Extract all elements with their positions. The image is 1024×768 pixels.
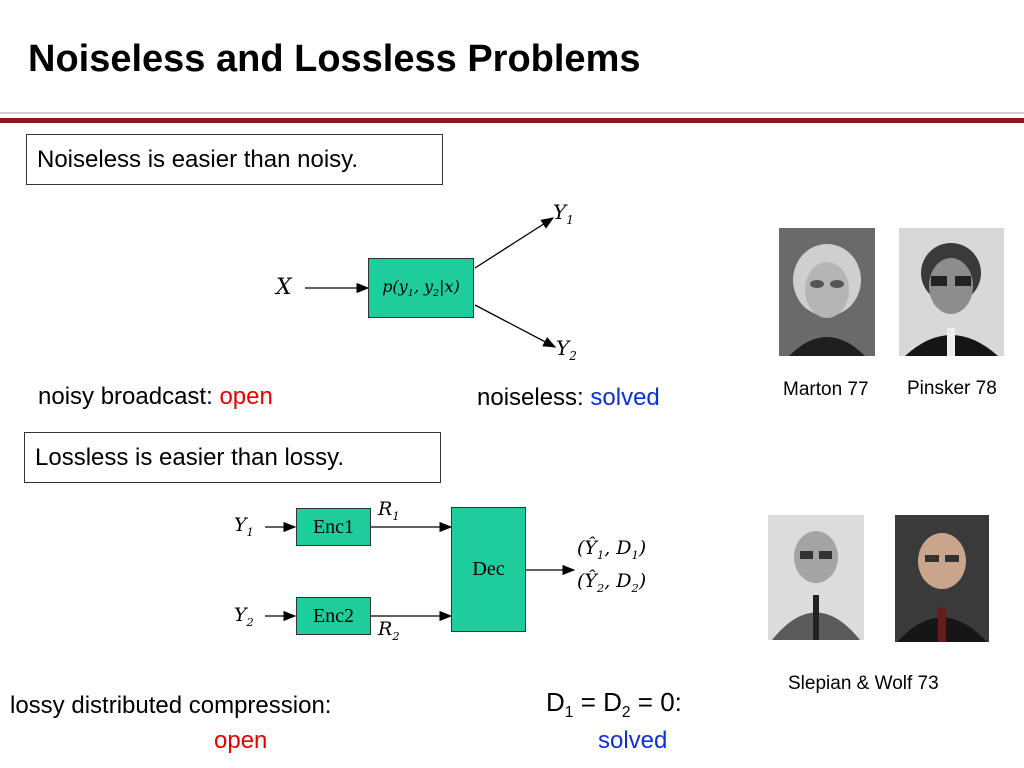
encoder1-box: Enc1 (296, 508, 371, 546)
page-title: Noiseless and Lossless Problems (28, 38, 641, 80)
source-y2-label: Y2 (234, 604, 254, 629)
decoder-output1-label: (Ŷ1, D1) (577, 537, 647, 562)
channel-label: p(y1, y2|x) (382, 276, 460, 300)
rate1-label: R1 (378, 498, 400, 523)
lossless-claim-box: Lossless is easier than lossy. (24, 432, 441, 483)
decoder-box: Dec (451, 507, 526, 632)
lossy-distributed-label: lossy distributed compression: (10, 692, 332, 719)
lossless-status: solved (598, 727, 668, 754)
output1-arrow (474, 217, 555, 269)
noiseless-label: noiseless: solved (477, 384, 660, 411)
noisy-status: open (219, 383, 273, 410)
portrait-man-icon (899, 228, 1004, 356)
channel-input-label: X (276, 275, 292, 300)
portrait-caption-marton: Marton 77 (783, 379, 869, 400)
channel-box: p(y1, y2|x) (368, 258, 474, 318)
output2-arrow (474, 304, 557, 348)
encoder2-label: Enc2 (312, 604, 355, 627)
title-divider-red (0, 118, 1024, 123)
source-y1-label: Y1 (234, 514, 254, 539)
noiseless-claim-box: Noiseless is easier than noisy. (26, 134, 443, 185)
encoder2-box: Enc2 (296, 597, 371, 635)
lossy-status: open (214, 727, 268, 754)
encoder1-label: Enc1 (312, 515, 355, 538)
portrait-caption-slepian-wolf: Slepian & Wolf 73 (788, 673, 939, 694)
broadcast-diagram (305, 217, 557, 348)
distributed-diagram (265, 521, 576, 622)
portrait-caption-pinsker: Pinsker 78 (907, 378, 997, 399)
portrait-wolf-icon (895, 515, 989, 642)
decoder-label: Dec (472, 558, 505, 580)
portrait-woman-icon (779, 228, 875, 356)
noisy-broadcast-label: noisy broadcast: open (38, 383, 273, 410)
noiseless-claim-text: Noiseless is easier than noisy. (37, 145, 359, 173)
lossless-claim-text: Lossless is easier than lossy. (35, 443, 345, 471)
rate2-label: R2 (378, 618, 400, 643)
channel-output1-label: Y1 (553, 200, 574, 227)
noiseless-status: solved (590, 384, 660, 411)
portrait-slepian-icon (768, 515, 864, 640)
channel-output2-label: Y2 (556, 336, 577, 363)
lossless-condition: D1 = D2 = 0: (546, 687, 682, 722)
title-divider-grey (0, 112, 1024, 114)
decoder-output2-label: (Ŷ2, D2) (577, 570, 647, 595)
